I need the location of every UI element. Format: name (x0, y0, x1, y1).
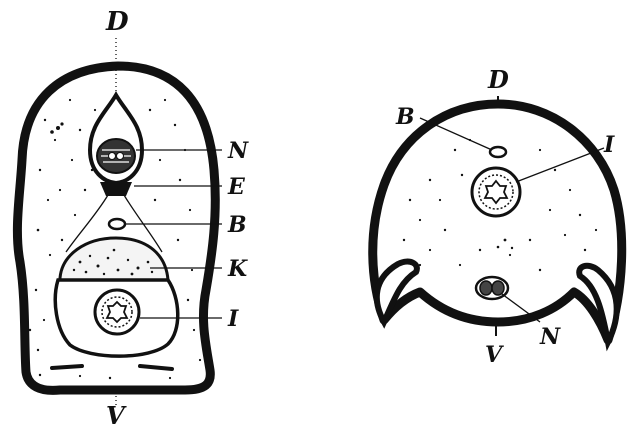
left-label-k: K (227, 256, 248, 282)
left-label-i: I (227, 306, 239, 332)
right-label-b: B (395, 104, 415, 130)
left-label-b: B (227, 212, 247, 238)
left-label-e: E (227, 174, 246, 200)
right-body-wall (373, 104, 622, 340)
right-label-i: I (603, 132, 615, 158)
left-label-ventral: V (106, 401, 127, 427)
left-label-n: N (227, 138, 249, 164)
right-label-ventral: V (485, 342, 504, 368)
right-cross-section: D B I N V (373, 65, 622, 368)
right-label-n: N (539, 324, 561, 350)
left-label-dorsal: D (105, 7, 129, 37)
left-b-structure (109, 219, 125, 229)
right-b-structure (490, 147, 506, 157)
left-cross-section: D N E B K I V (17, 7, 249, 427)
left-ventral-mark-1 (52, 366, 82, 368)
right-label-dorsal: D (487, 65, 509, 94)
